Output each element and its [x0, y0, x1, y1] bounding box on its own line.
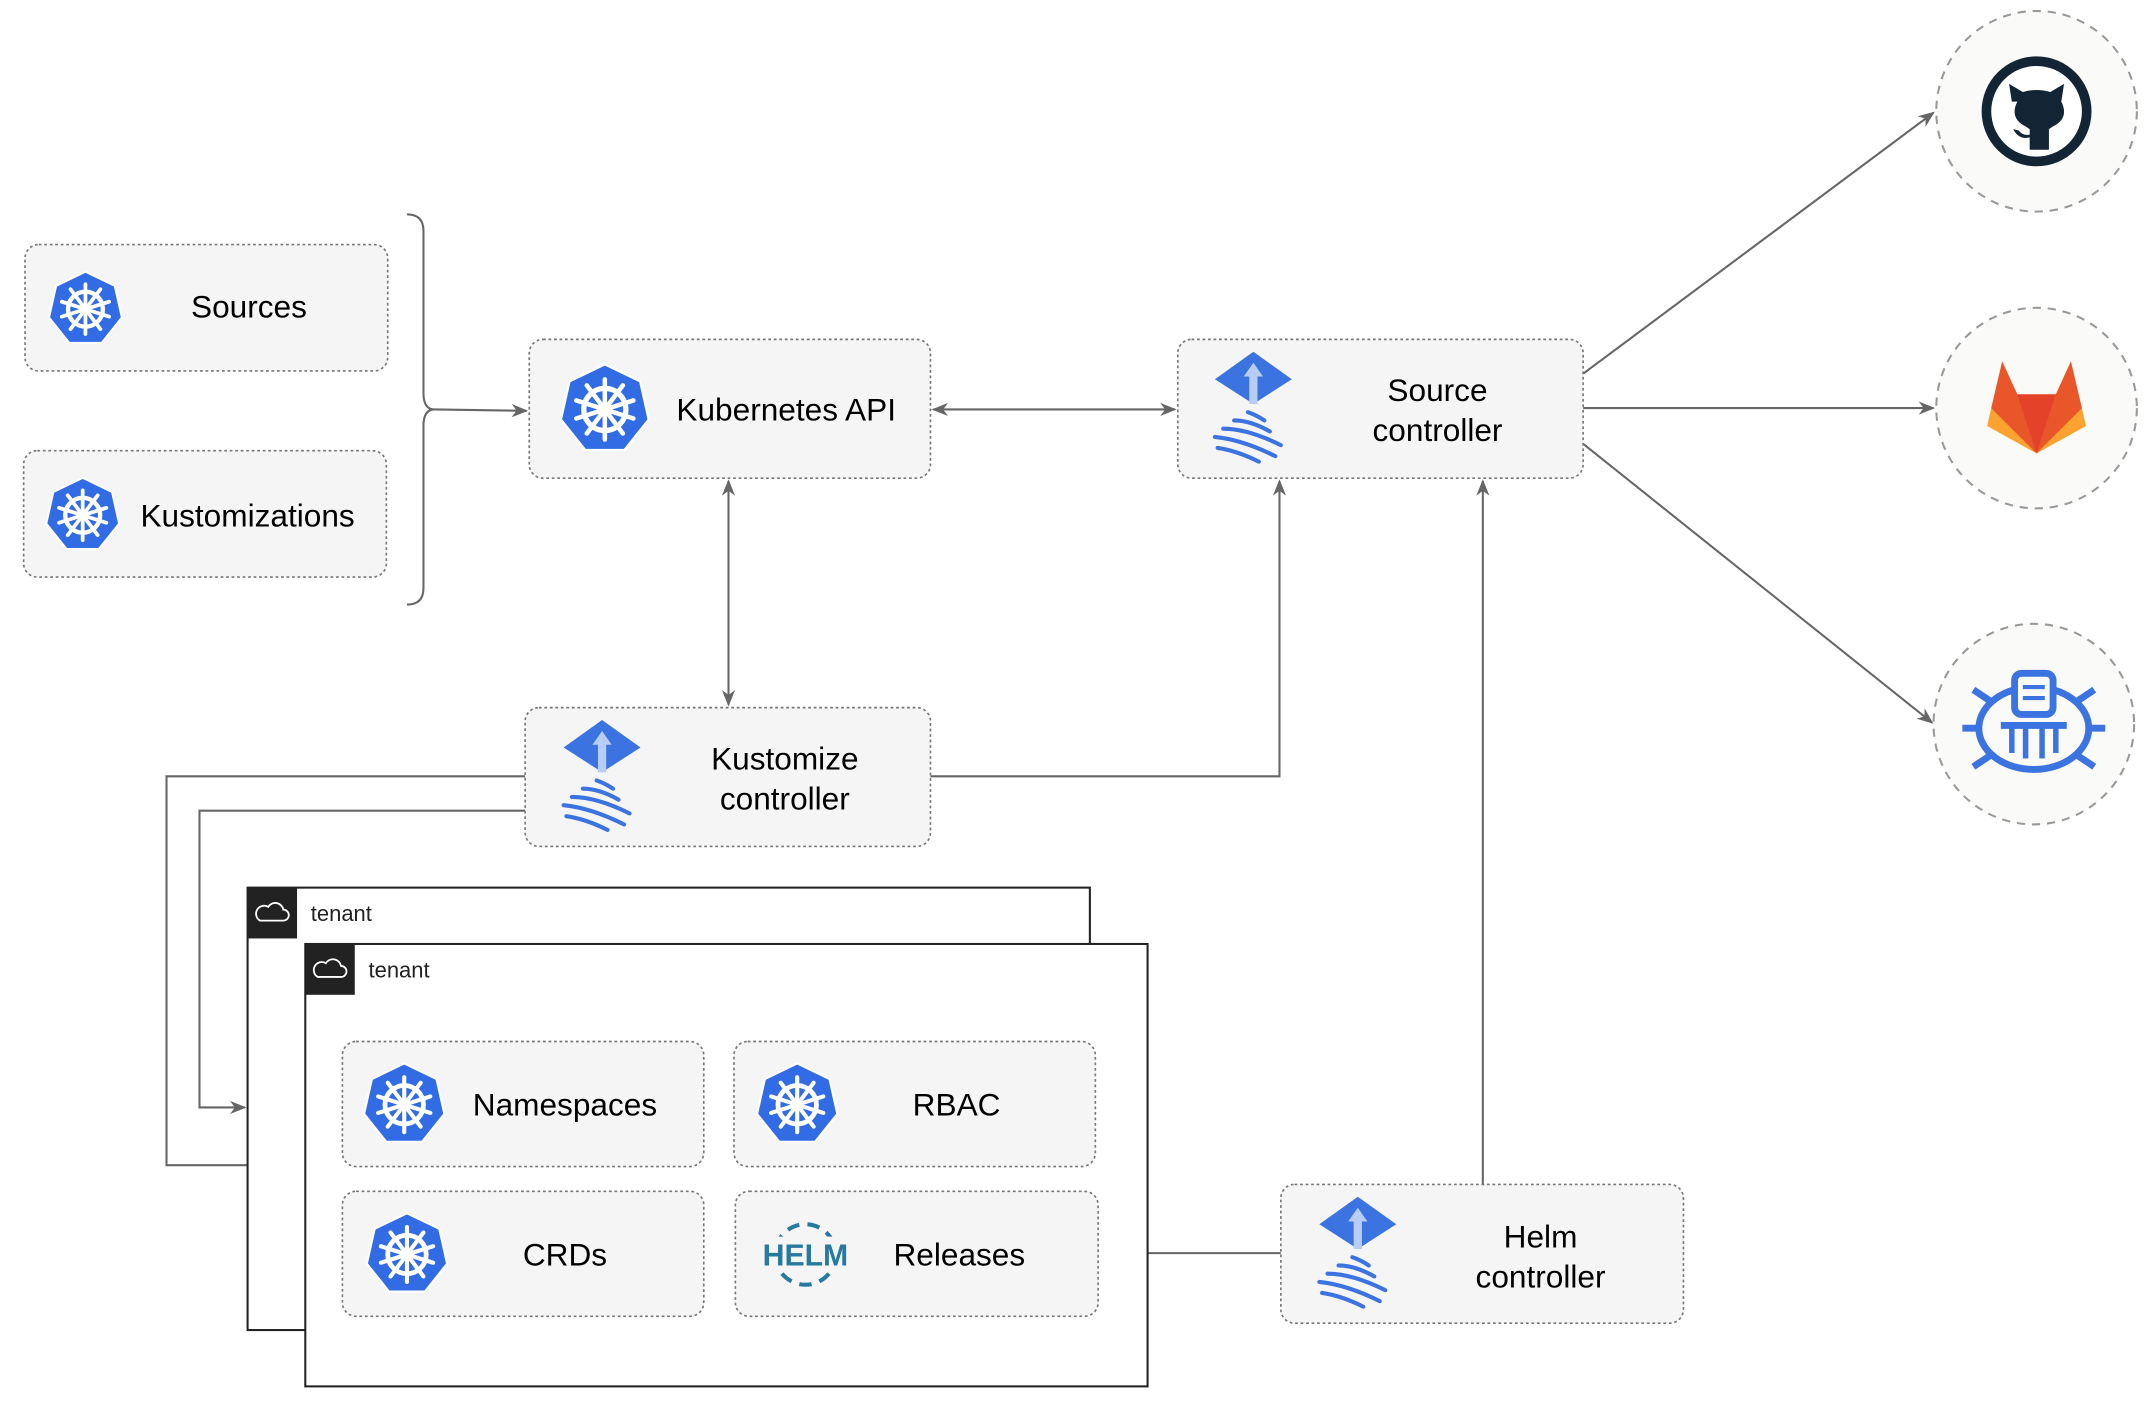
gitlab-node[interactable]	[1935, 306, 2138, 510]
cloud-icon	[312, 958, 348, 978]
tenant-label: tenant	[311, 901, 372, 926]
node-label: Namespaces	[473, 1087, 657, 1123]
edges	[165, 111, 1936, 1260]
node-label: CRDs	[523, 1236, 607, 1272]
node-helm-controller[interactable]: Helm controller	[1280, 1183, 1685, 1325]
edge-source-to-harbor	[1582, 443, 1934, 724]
node-label: Helm	[1504, 1219, 1578, 1255]
tenant-front: tenant Namespaces RBAC CRDs HELM Release…	[304, 942, 1149, 1388]
cloud-icon	[255, 902, 290, 922]
node-releases[interactable]: HELM Releases	[734, 1190, 1099, 1318]
node-label: controller	[1373, 412, 1503, 448]
grouping-brace	[406, 213, 435, 606]
node-label: Kubernetes API	[676, 391, 896, 427]
edge-kustomize-to-tenant-front	[165, 775, 526, 1172]
tenant-label: tenant	[369, 958, 430, 983]
helm-icon: HELM	[763, 1222, 849, 1287]
github-icon	[1981, 56, 2092, 167]
node-namespaces[interactable]: Namespaces	[341, 1040, 705, 1168]
node-kustomizations[interactable]: Kustomizations	[22, 449, 388, 578]
harbor-node[interactable]	[1932, 622, 2136, 826]
edge-kustomize-to-source	[930, 479, 1287, 778]
node-label: controller	[720, 780, 850, 816]
node-label: Releases	[893, 1236, 1025, 1272]
node-rbac[interactable]: RBAC	[733, 1040, 1097, 1168]
node-label: controller	[1476, 1258, 1606, 1294]
harbor-icon	[1962, 669, 2106, 773]
node-source-controller[interactable]: Source controller	[1176, 338, 1584, 479]
github-node[interactable]	[1935, 9, 2138, 213]
node-crds[interactable]: CRDs	[341, 1190, 705, 1318]
node-label: Source	[1387, 372, 1487, 408]
node-label: Sources	[191, 288, 307, 324]
edge-kustomize-to-tenant-back	[198, 809, 526, 1115]
node-label: Kustomize	[711, 740, 858, 776]
node-label: RBAC	[913, 1087, 1001, 1123]
node-sources[interactable]: Sources	[24, 243, 389, 372]
gitlab-icon	[1987, 361, 2087, 454]
svg-text:HELM: HELM	[763, 1239, 849, 1272]
node-kubernetes-api[interactable]: Kubernetes API	[528, 338, 932, 479]
node-kustomize-controller[interactable]: Kustomize controller	[524, 706, 932, 848]
edge-brace-to-kubernetes-api	[434, 404, 529, 418]
edge-source-to-github	[1582, 111, 1935, 375]
node-label: Kustomizations	[140, 497, 354, 533]
